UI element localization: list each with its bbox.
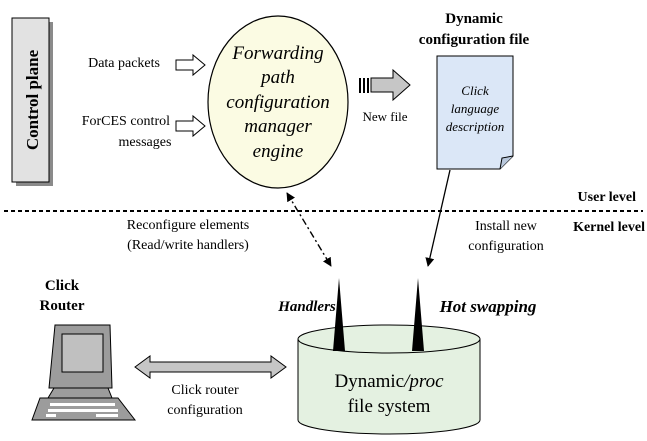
router-config-double-arrow bbox=[134, 355, 287, 379]
install-label-line1: Install new bbox=[475, 219, 538, 234]
click-document-icon bbox=[436, 55, 514, 170]
filesystem-prefix: Dynamic bbox=[334, 371, 404, 392]
handlers-spike bbox=[333, 278, 345, 351]
computer-icon bbox=[31, 324, 137, 421]
data-packets-arrow bbox=[175, 53, 206, 77]
filesystem-label-line2: file system bbox=[348, 396, 431, 417]
forces-messages-label-line1: ForCES control bbox=[82, 114, 170, 129]
control-plane-box: Control plane bbox=[11, 17, 53, 186]
hot-swapping-spike bbox=[412, 278, 424, 351]
control-plane-label: Control plane bbox=[23, 49, 42, 150]
install-config-arrow bbox=[425, 169, 451, 267]
proc-filesystem-cylinder bbox=[297, 324, 481, 435]
engine-label-line1: Forwarding bbox=[231, 43, 323, 64]
document-text-line2: language bbox=[451, 101, 500, 116]
filesystem-label-line1: Dynamic/proc bbox=[334, 371, 444, 392]
click-router-label-line1: Click bbox=[45, 278, 80, 294]
document-text-line3: description bbox=[446, 119, 505, 134]
forces-messages-arrow bbox=[175, 114, 206, 138]
router-config-label-line2: configuration bbox=[167, 403, 242, 418]
engine-label-line3: configuration bbox=[226, 92, 329, 113]
config-file-title-line1: Dynamic bbox=[445, 11, 503, 27]
data-packets-label: Data packets bbox=[88, 56, 160, 71]
reconfigure-arrow bbox=[286, 192, 332, 267]
router-config-label-line1: Click router bbox=[171, 383, 239, 398]
user-level-label: User level bbox=[578, 190, 637, 205]
document-text-line1: Click bbox=[461, 83, 489, 98]
forces-messages-label-line2: messages bbox=[119, 135, 172, 150]
click-router-label-line2: Router bbox=[40, 298, 85, 314]
reconfigure-label-line1: Reconfigure elements bbox=[127, 218, 249, 233]
install-label-line2: configuration bbox=[468, 239, 543, 254]
new-file-arrow bbox=[359, 68, 411, 102]
handlers-label: Handlers bbox=[277, 299, 336, 315]
filesystem-proc: /proc bbox=[403, 371, 444, 392]
new-file-label: New file bbox=[362, 109, 407, 124]
config-file-title-line2: configuration file bbox=[419, 32, 530, 48]
kernel-level-label: Kernel level bbox=[573, 220, 645, 235]
hot-swapping-label: Hot swapping bbox=[439, 297, 537, 316]
engine-label-line5: engine bbox=[253, 141, 304, 162]
forwarding-engine-ellipse bbox=[207, 15, 349, 189]
engine-label-line4: manager bbox=[244, 116, 312, 137]
reconfigure-label-line2: (Read/write handlers) bbox=[127, 238, 249, 253]
engine-label-line2: path bbox=[259, 67, 295, 88]
